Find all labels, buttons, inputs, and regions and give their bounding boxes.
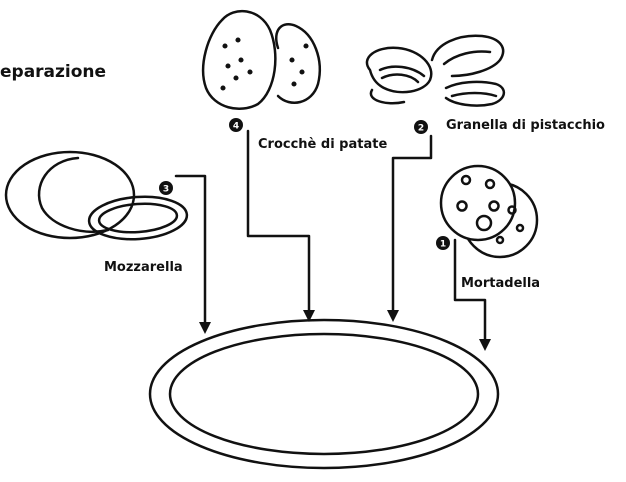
mozzarella-cheese-icon	[6, 152, 188, 242]
label-mortadella: Mortadella	[461, 276, 540, 291]
step-badge-1: 1	[436, 236, 450, 250]
page-title: eparazione	[0, 62, 106, 82]
label-mozzarella: Mozzarella	[104, 260, 183, 275]
step-badge-3: 3	[159, 181, 173, 195]
arrow-crocche	[248, 131, 309, 312]
step-number: 3	[163, 185, 169, 195]
step-badge-2: 2	[414, 120, 428, 134]
arrow-granella	[393, 136, 431, 312]
arrowhead-mortadella	[479, 339, 491, 351]
label-crocche-di-patate: Crocchè di patate	[258, 137, 387, 152]
step-number: 2	[418, 124, 424, 134]
arrow-mozzarella	[176, 176, 205, 324]
step-number: 4	[233, 122, 239, 132]
label-granella-di-pistacchio: Granella di pistacchio	[446, 118, 605, 133]
potatoes-icon	[203, 11, 320, 109]
arrowhead-granella	[387, 310, 399, 322]
step-badge-4: 4	[229, 118, 243, 132]
pistachio-nuts-icon	[367, 36, 504, 106]
arrowhead-mozzarella	[199, 322, 211, 334]
step-number: 1	[440, 240, 446, 250]
pizza-base-icon	[150, 320, 498, 468]
